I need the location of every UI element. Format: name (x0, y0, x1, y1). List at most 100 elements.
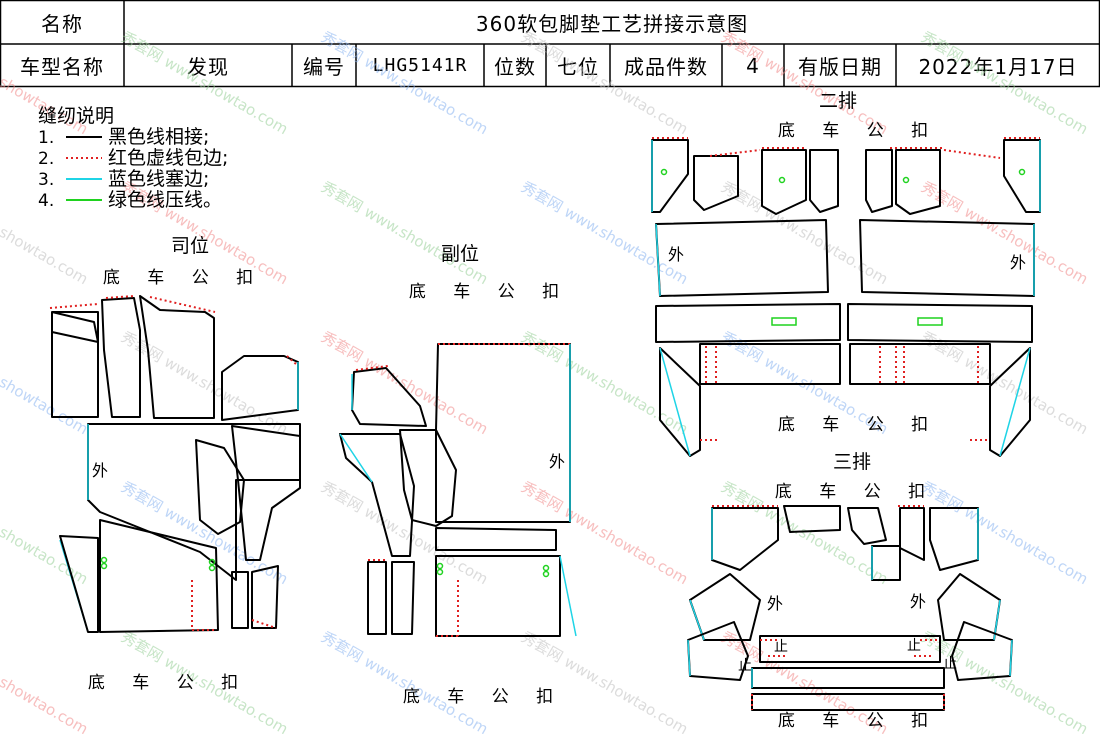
row2-piece-left-floor (699, 343, 841, 385)
row3-piece-right-top (929, 507, 979, 571)
date-label: 有版日期 (798, 55, 882, 79)
header-table: 名称 360软包脚垫工艺拼接示意图 车型名称 发现 编号 LHG5141R 位数… (0, 0, 1100, 88)
passenger-piece-floor (435, 555, 561, 637)
watermark-text: 秀套网 www.showtao.com (318, 178, 491, 288)
driver-base-bottom: 底 车 公 扣 (88, 673, 238, 693)
svg-text:绿色线压线。: 绿色线压线。 (108, 189, 222, 211)
driver-outer-label: 外 (92, 461, 108, 480)
driver-piece-edge (59, 535, 99, 633)
row2-press-line-left (771, 317, 797, 326)
row2-outer-right: 外 (1010, 253, 1026, 272)
row2-title: 二排 (819, 90, 857, 112)
passenger-piece-sill-a (367, 561, 387, 635)
watermark-text: 秀套网 www.showtao.com (318, 28, 491, 138)
legend-item-cyan: 3. 蓝色线塞边; (38, 168, 209, 190)
svg-text:蓝色线塞边;: 蓝色线塞边; (108, 168, 209, 190)
watermark-text: 秀套网 www.showtao.com (918, 478, 1091, 588)
watermark-text: 秀套网 www.showtao.com (518, 628, 691, 734)
row3-base-bottom: 底 车 公 扣 (778, 711, 928, 731)
passenger-piece-sill-b (391, 561, 415, 635)
svg-text:1.: 1. (38, 128, 54, 148)
watermark-text: 秀套网 www.showtao.com (918, 178, 1091, 288)
driver-piece-left-panel (51, 311, 99, 418)
positions-label: 位数 (494, 55, 536, 79)
model-label: 车型名称 (20, 55, 104, 79)
legend-item-green: 4. 绿色线压线。 (38, 189, 222, 211)
driver-piece-side (231, 425, 301, 561)
row2-base-bottom: 底 车 公 扣 (778, 415, 928, 435)
row3-mat-pieces (687, 505, 1013, 711)
row3-outer-right: 外 (910, 592, 926, 611)
watermark-text: 秀套网 www.showtao.com (518, 28, 691, 138)
passenger-piece-side (339, 433, 415, 557)
diagram-title: 360软包脚垫工艺拼接示意图 (475, 11, 749, 36)
svg-text:4.: 4. (38, 191, 54, 211)
date-value: 2022年1月17日 (918, 55, 1078, 79)
passenger-base-top: 底 车 公 扣 (409, 282, 559, 302)
row3-base-top: 底 车 公 扣 (775, 482, 925, 502)
legend-item-red: 2. 红色虚线包边; (38, 147, 228, 169)
row2-base-top: 底 车 公 扣 (778, 121, 928, 141)
watermark-text: 秀套网 www.showtao.com (318, 628, 491, 734)
watermark-text: 秀套网 www.showtao.com (518, 178, 691, 288)
legend-item-black: 1. 黑色线相接; (38, 126, 209, 148)
code-value: LHG5141R (372, 55, 468, 76)
svg-text:红色虚线包边;: 红色虚线包边; (108, 147, 228, 169)
row3-piece-console-left (847, 507, 887, 545)
row3-stop-label: 止 (907, 638, 921, 654)
watermark-text: 秀套网 www.showtao.com (918, 28, 1091, 138)
watermark-text: 秀套网 www.showtao.com (118, 328, 291, 438)
driver-piece-floor (99, 519, 219, 633)
watermark-text: 秀套网 www.showtao.com (0, 478, 91, 588)
code-label: 编号 (303, 55, 345, 79)
passenger-piece-pedal (399, 429, 457, 527)
driver-piece-left-flap (51, 311, 99, 343)
row2-piece-left-sill (659, 347, 701, 457)
driver-title: 司位 (171, 235, 209, 257)
row2-piece-hinge-left (809, 149, 839, 213)
row3-piece-right-sill (951, 621, 1013, 681)
watermark-text: 秀套网 www.showtao.com (118, 28, 291, 138)
row3-piece-console-right (899, 507, 925, 561)
svg-text:2.: 2. (38, 149, 54, 169)
passenger-title: 副位 (441, 243, 479, 265)
count-value: 4 (746, 53, 760, 78)
row2-piece-right-strip (847, 303, 1033, 343)
row2-piece-right-sill (989, 347, 1031, 457)
svg-text:黑色线相接;: 黑色线相接; (108, 126, 209, 148)
row2-piece-right-corner (1003, 139, 1041, 213)
driver-base-top: 底 车 公 扣 (103, 268, 253, 288)
name-label: 名称 (41, 11, 83, 36)
sewing-legend: 缝纫说明 1. 黑色线相接; 2. 红色虚线包边; 3. 蓝色线塞边; 4. 绿… (38, 105, 228, 211)
driver-piece-sill-a (231, 571, 249, 629)
row3-stop-label: 止 (774, 639, 788, 655)
row2-piece-center-left (761, 149, 807, 215)
row2-piece-center-right (895, 149, 941, 215)
driver-piece-main (87, 423, 301, 581)
row2-press-line-right (917, 317, 943, 326)
driver-piece-pedal (195, 439, 245, 535)
legend-title: 缝纫说明 (38, 105, 114, 127)
row3-outer-left: 外 (767, 594, 783, 613)
row2-piece-right-floor (849, 343, 991, 385)
row3-piece-center-main (759, 635, 941, 663)
driver-piece-tunnel (101, 297, 141, 418)
passenger-base-bottom: 底 车 公 扣 (403, 687, 553, 707)
positions-value: 七位 (557, 55, 599, 79)
driver-piece-top (139, 295, 215, 419)
count-label: 成品件数 (624, 55, 708, 79)
passenger-mat-pieces (339, 343, 577, 637)
row2-piece-left-corner (651, 139, 689, 213)
row2-piece-hinge-right (865, 149, 893, 213)
row2-mat-pieces (651, 137, 1041, 457)
watermark-text: 秀套网 www.showtao.com (0, 328, 91, 438)
passenger-piece-strip (435, 527, 557, 551)
watermark-text: 秀套网 www.showtao.com (0, 628, 91, 734)
row3-piece-center-strip (783, 505, 841, 533)
svg-text:3.: 3. (38, 170, 54, 190)
row2-piece-left-strip (655, 303, 841, 343)
driver-mat-pieces (49, 295, 301, 633)
row3-piece-right-arch (937, 573, 1001, 641)
row3-title: 三排 (833, 451, 871, 473)
